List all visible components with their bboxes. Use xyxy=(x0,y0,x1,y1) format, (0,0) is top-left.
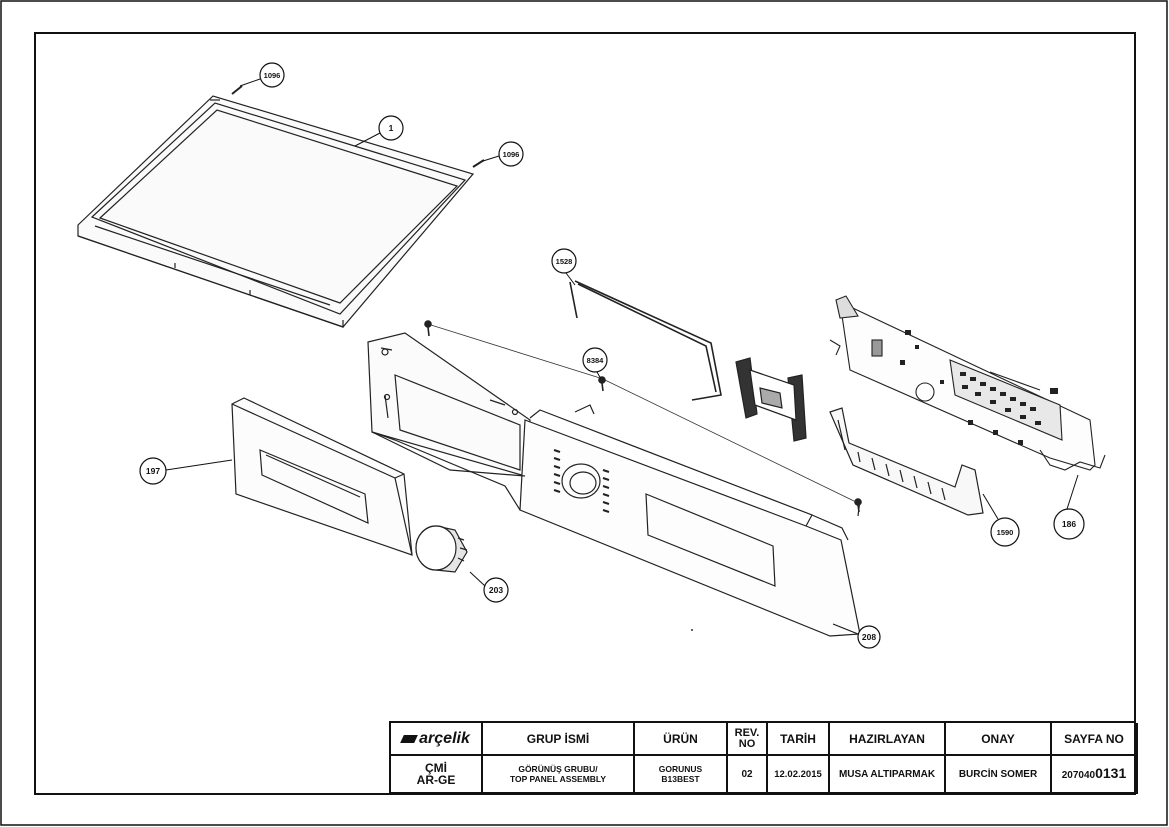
group-line2: TOP PANEL ASSEMBLY xyxy=(509,774,607,784)
callout-label: 1528 xyxy=(556,257,573,266)
callout-1096: 1096 xyxy=(482,141,524,167)
approved-header: ONAY xyxy=(945,723,1052,756)
group-line1: GÖRÜNÜŞ GRUBU/ xyxy=(518,764,598,774)
callout-label: 1096 xyxy=(503,150,520,159)
callout-label: 8384 xyxy=(587,356,605,365)
callout-leader-line xyxy=(469,571,486,587)
rev-value: 02 xyxy=(727,755,768,794)
callout-208: 208 xyxy=(832,623,881,649)
product-line2: B13BEST xyxy=(661,774,700,784)
page-number-suffix: 0131 xyxy=(1095,765,1127,781)
callout-bubble xyxy=(498,141,524,167)
callout-label: 1590 xyxy=(997,528,1014,537)
pcb-components xyxy=(900,330,1058,445)
callout-label: 186 xyxy=(1062,519,1076,529)
screw-axis-lines xyxy=(430,324,857,503)
logo-text: arçelik xyxy=(419,729,470,747)
screw-part xyxy=(231,85,485,168)
rev-header: REV. NO xyxy=(727,723,768,756)
callout-leader-line xyxy=(239,78,261,87)
callout-1528: 1528 xyxy=(551,248,577,286)
callout-bubble xyxy=(483,577,509,603)
callout-leader-line xyxy=(1066,474,1079,510)
callout-1590: 1590 xyxy=(982,493,1020,547)
callout-bubble xyxy=(139,457,167,485)
logo-cell: arçelik xyxy=(391,723,483,756)
callout-leader-line xyxy=(165,459,233,471)
panel-vent-slots xyxy=(553,449,610,513)
callout-bubble xyxy=(259,62,285,88)
callout-203: 203 xyxy=(469,571,509,603)
button-frame-part xyxy=(829,407,984,516)
department-line2: AR-GE xyxy=(416,773,456,787)
title-block: arçelik GRUP İSMİ ÜRÜN REV. NO TARİH HAZ… xyxy=(389,721,1138,794)
callout-label: 1096 xyxy=(264,71,281,80)
callout-label: 1 xyxy=(389,123,394,133)
callout-197: 197 xyxy=(139,457,233,485)
date-value: 12.02.2015 xyxy=(767,755,830,794)
callout-leader-line xyxy=(596,371,602,380)
page-header: SAYFA NO xyxy=(1051,723,1138,756)
button-module-part xyxy=(735,357,807,442)
page-value: 2070400131 xyxy=(1051,755,1138,794)
title-block-table: arçelik GRUP İSMİ ÜRÜN REV. NO TARİH HAZ… xyxy=(391,723,1138,794)
callout-group: 1096 1 1096 1528 8384 197 203 208 1590 186 xyxy=(139,62,1085,649)
callout-bubble xyxy=(990,517,1020,547)
knob-part xyxy=(415,525,468,573)
callout-label: 197 xyxy=(146,466,160,476)
product-value: GORUNUS B13BEST xyxy=(634,755,728,794)
drawer-handle-part xyxy=(231,397,413,556)
callout-label: 208 xyxy=(862,632,876,642)
page-number-prefix: 207040 xyxy=(1061,770,1096,781)
prepared-header: HAZIRLAYAN xyxy=(829,723,946,756)
group-value: GÖRÜNÜŞ GRUBU/ TOP PANEL ASSEMBLY xyxy=(482,755,635,794)
pcb-part xyxy=(829,295,1106,471)
callout-bubble xyxy=(582,347,608,373)
control-panel-part xyxy=(367,332,861,637)
date-header: TARİH xyxy=(767,723,830,756)
callout-1096: 1096 xyxy=(239,62,285,88)
group-header: GRUP İSMİ xyxy=(482,723,635,756)
prepared-value: MUSA ALTIPARMAK xyxy=(829,755,946,794)
callout-1: 1 xyxy=(354,115,404,147)
top-cover-part xyxy=(77,95,475,328)
callout-8384: 8384 xyxy=(582,347,608,380)
drawing-border xyxy=(34,32,1136,795)
arcelik-logo-icon xyxy=(400,735,419,744)
callout-bubble xyxy=(551,248,577,274)
stray-dot xyxy=(691,629,693,631)
approved-value: BURCİN SOMER xyxy=(945,755,1052,794)
callout-leader-line xyxy=(482,155,500,162)
rev-header-text: REV. NO xyxy=(734,726,760,750)
product-header: ÜRÜN xyxy=(634,723,728,756)
callout-leader-line xyxy=(565,272,576,286)
callout-label: 203 xyxy=(489,585,503,595)
department-line1: ÇMİ xyxy=(425,761,447,775)
product-line1: GORUNUS xyxy=(658,764,703,774)
department-cell: ÇMİ AR-GE xyxy=(391,755,483,794)
callout-bubble xyxy=(378,115,404,141)
callout-bubble xyxy=(857,625,881,649)
callout-leader-line xyxy=(832,623,859,635)
callout-leader-line xyxy=(354,132,381,147)
callout-186: 186 xyxy=(1053,474,1085,540)
callout-leader-line xyxy=(982,493,999,520)
rod-part xyxy=(569,280,722,401)
callout-bubble xyxy=(1053,508,1085,540)
